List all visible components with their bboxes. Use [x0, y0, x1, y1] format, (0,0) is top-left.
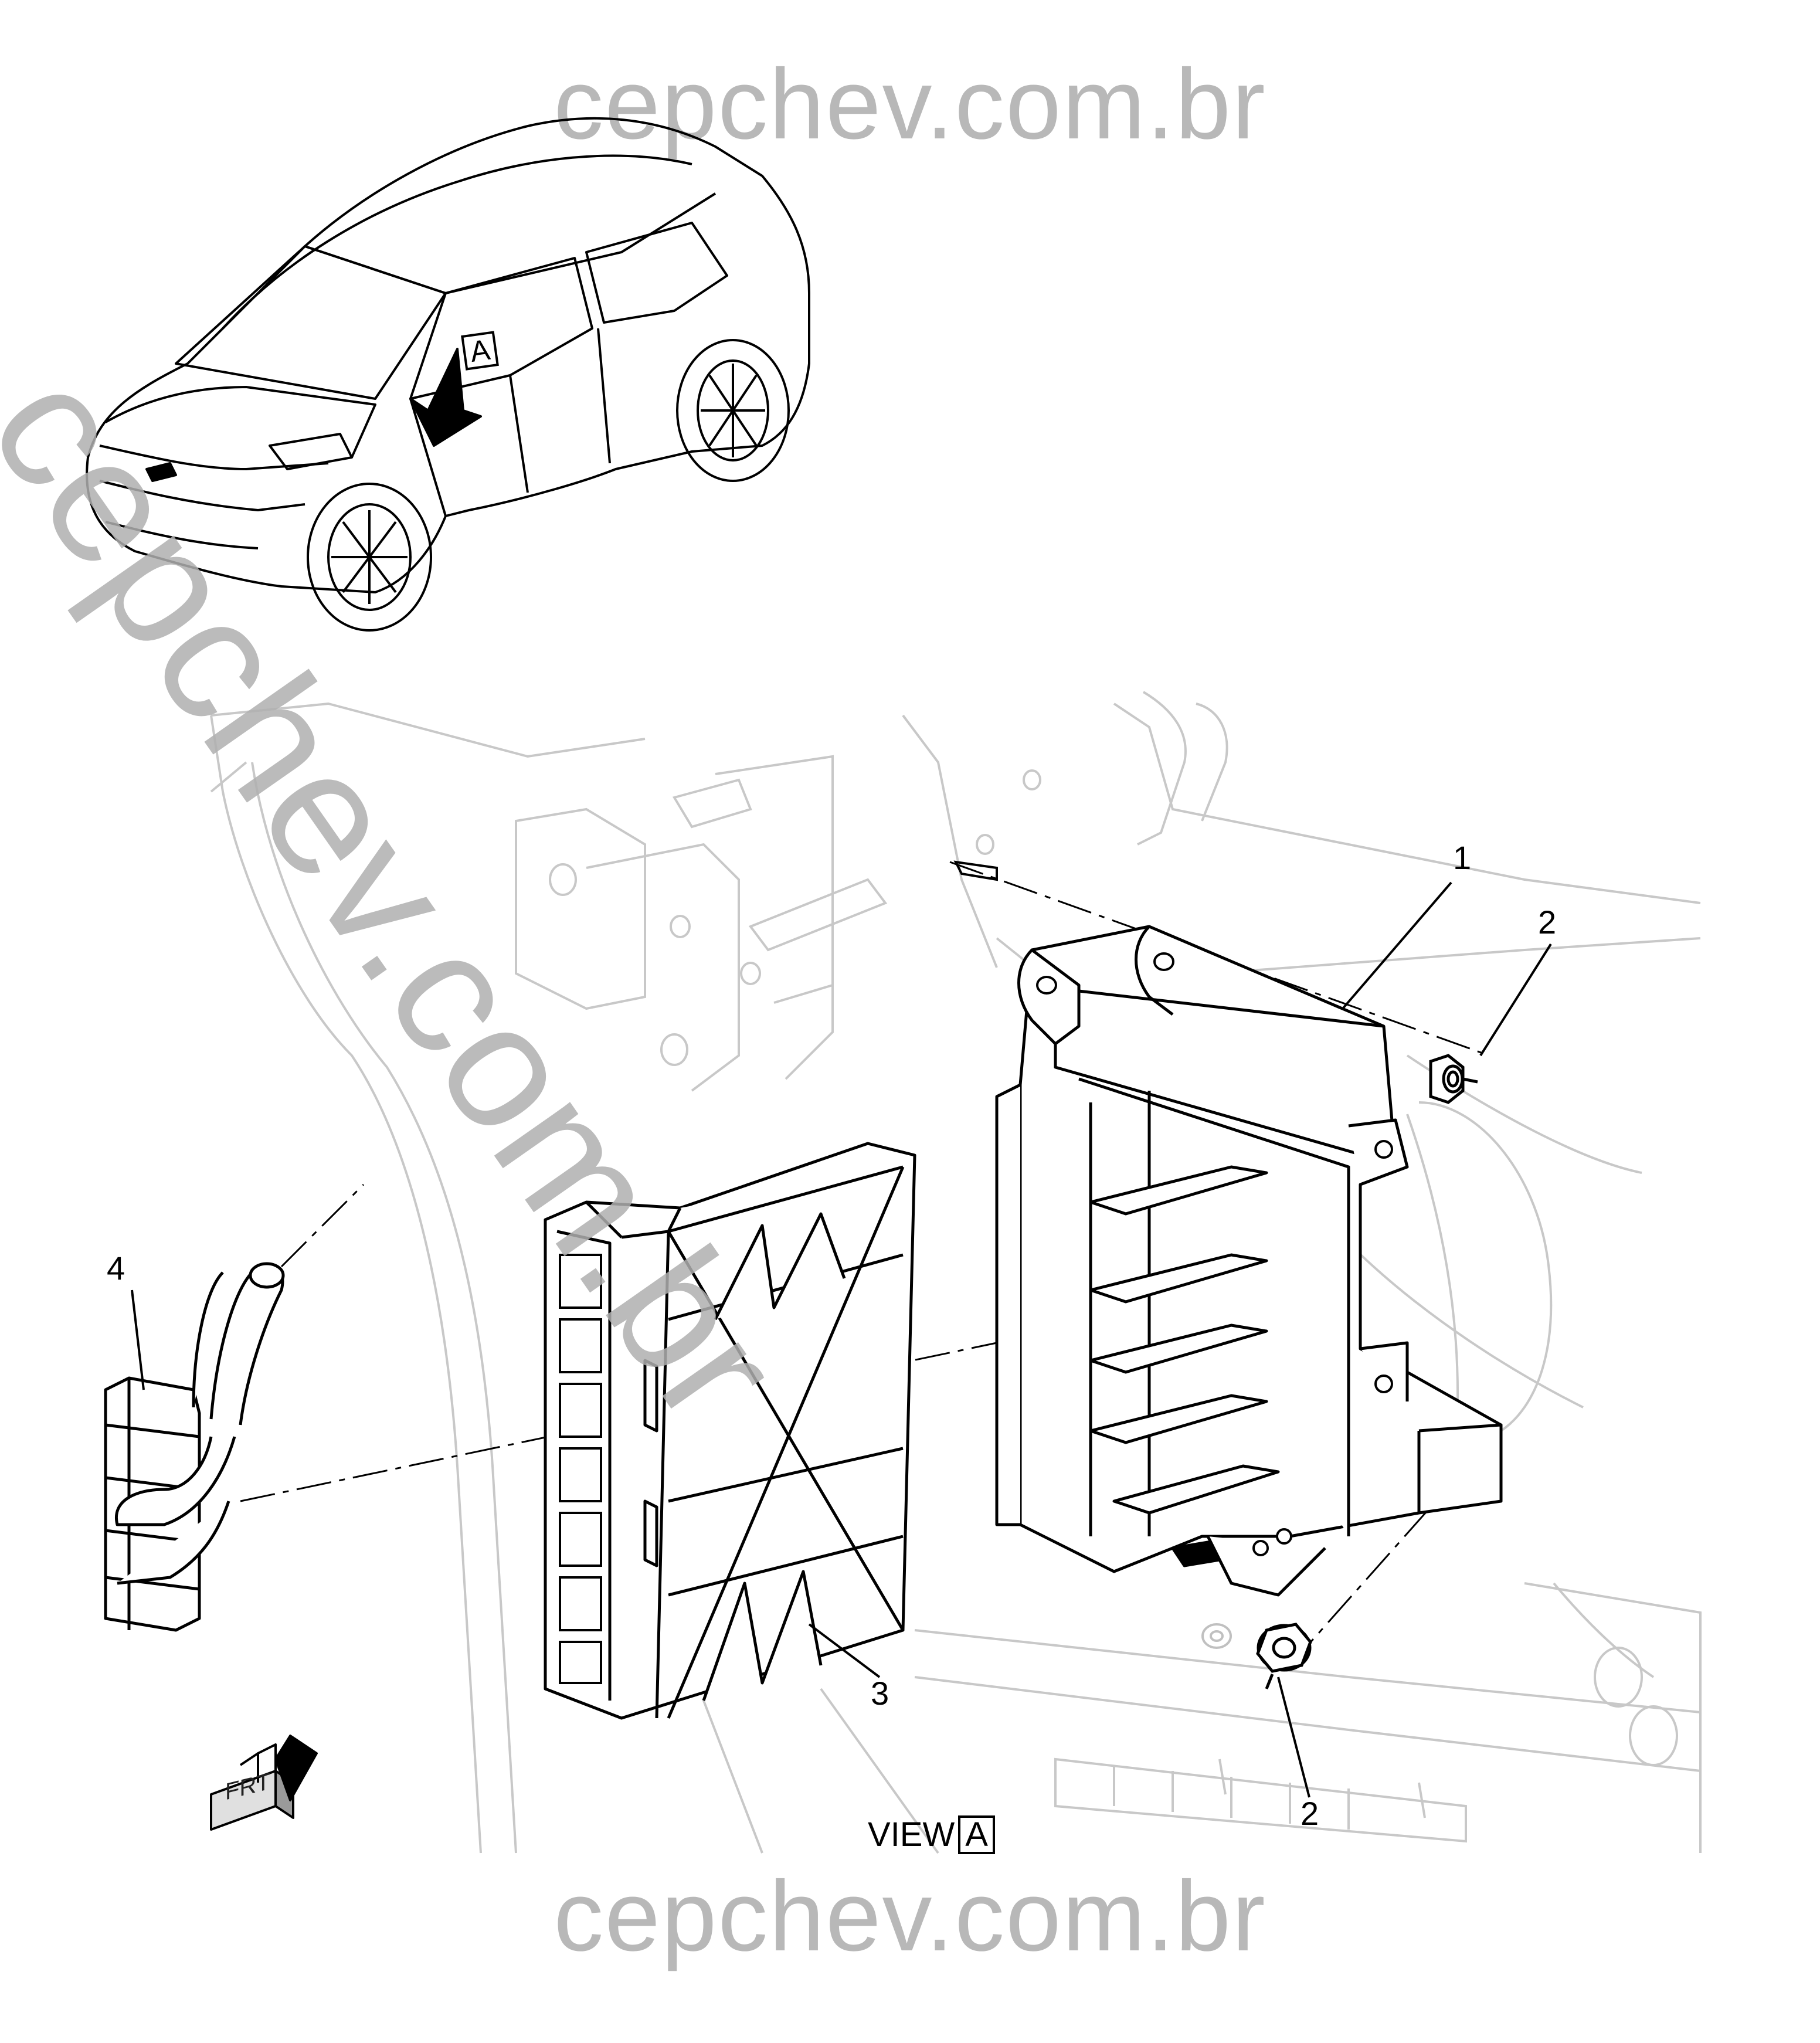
harness-connector — [104, 1262, 285, 1632]
module-connector-cavities — [559, 1254, 602, 1684]
watermark-bottom: cepchev.com.br — [554, 1861, 1266, 1972]
vehicle-illustration — [86, 117, 810, 632]
car-view-tag: A — [461, 331, 500, 371]
control-module — [544, 1142, 916, 1720]
callout-2-upper: 2 — [1538, 904, 1557, 941]
callout-1: 1 — [1453, 839, 1472, 876]
lower-stud — [1201, 1623, 1232, 1649]
view-word: VIEW — [868, 1815, 955, 1854]
callout-2-lower: 2 — [1301, 1795, 1319, 1832]
nut-lower — [1256, 1623, 1312, 1689]
view-letter: A — [958, 1815, 995, 1854]
watermark-top: cepchev.com.br — [554, 49, 1266, 160]
front-direction-arrow — [210, 1735, 318, 1831]
bracket-holes — [1036, 952, 1393, 1556]
view-caption: VIEW A — [868, 1815, 995, 1854]
callout-4: 4 — [107, 1250, 125, 1287]
leader-lines — [131, 881, 1552, 1798]
callout-3: 3 — [871, 1675, 889, 1712]
mounting-stud — [953, 860, 998, 881]
module-bracket — [995, 925, 1503, 1597]
nut-upper — [1429, 1054, 1478, 1104]
